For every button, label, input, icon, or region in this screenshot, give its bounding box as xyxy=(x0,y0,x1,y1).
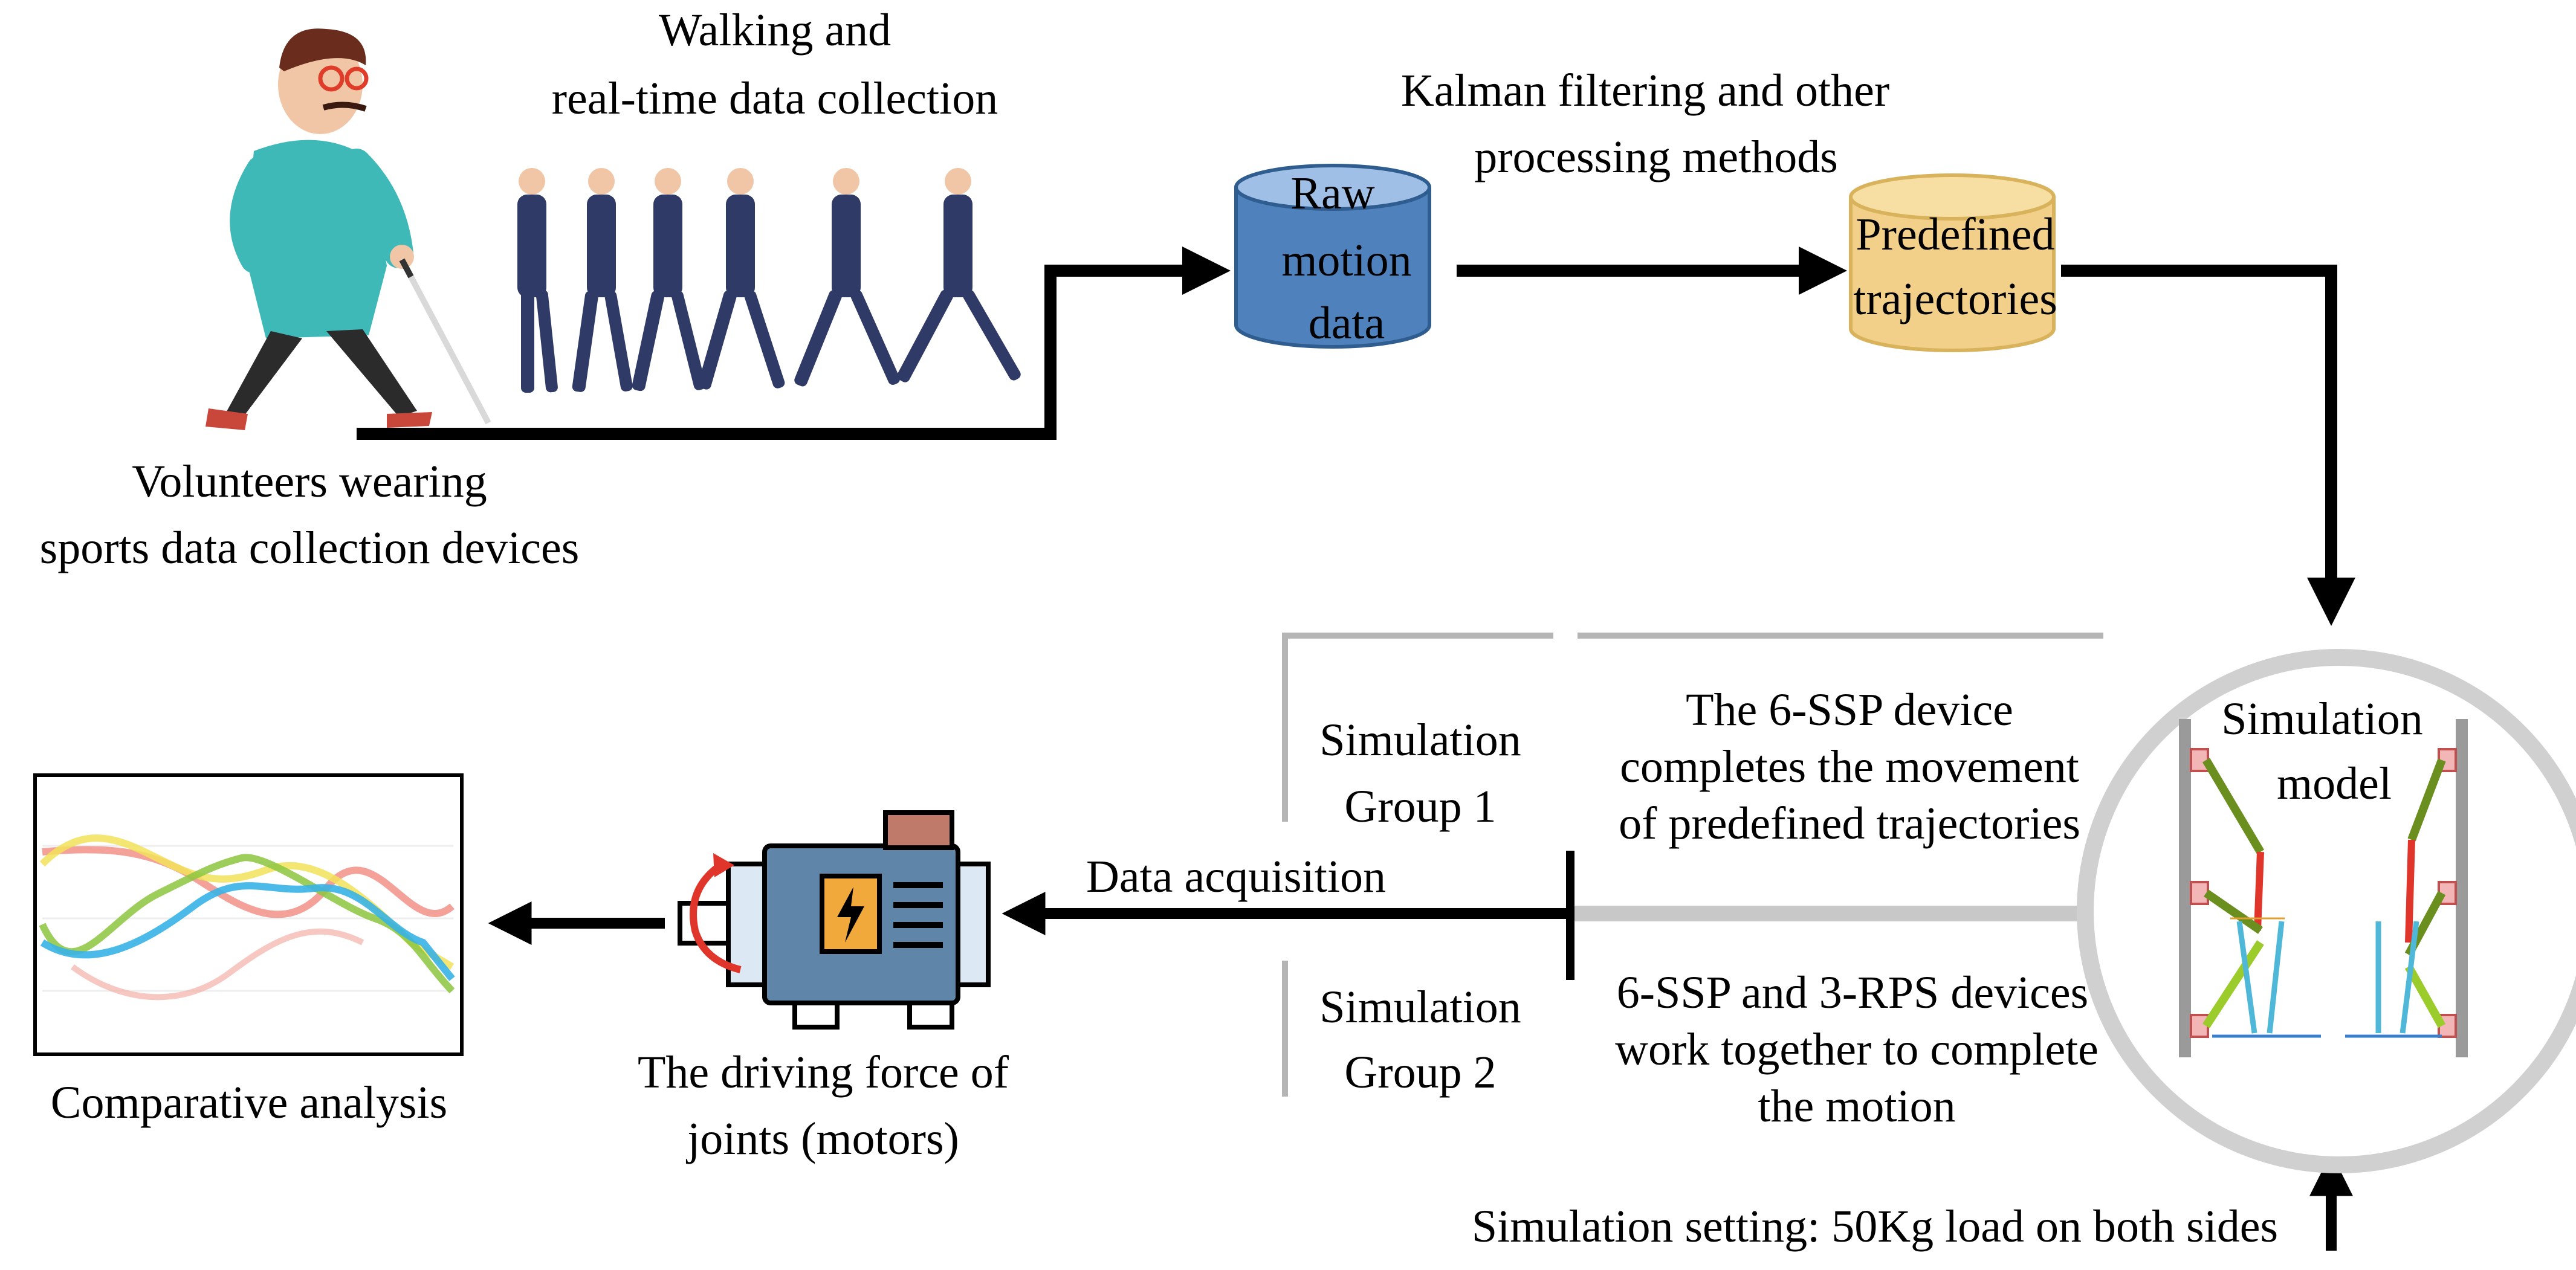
group-brackets xyxy=(1282,633,2103,1097)
data-acquisition-label: Data acquisition xyxy=(1086,851,1386,902)
driving-force-label-2: joints (motors) xyxy=(685,1114,959,1164)
group2-desc-2: work together to complete xyxy=(1615,1024,2099,1075)
series-yellow xyxy=(39,834,455,970)
group1-label-1: Simulation xyxy=(1319,715,1521,766)
predefined-label-2: trajectories xyxy=(1853,274,2057,324)
group1-label-2: Group 1 xyxy=(1344,781,1496,832)
predefined-label-1: Predefined xyxy=(1856,209,2054,260)
sim-model-label-1: Simulation xyxy=(2221,694,2423,744)
group1-desc-2: completes the movement xyxy=(1620,741,2079,792)
walking-label-1: Walking and xyxy=(659,5,891,56)
walking-label-2: real-time data collection xyxy=(552,73,998,124)
group2-desc-1: 6-SSP and 3-RPS devices xyxy=(1617,967,2088,1018)
walk-to-raw-arrow xyxy=(357,247,1231,440)
raw-data-label-2: motion xyxy=(1281,235,1411,286)
motor-icon xyxy=(678,810,991,1030)
sim-model-label-2: model xyxy=(2277,758,2392,809)
group2-label-1: Simulation xyxy=(1319,982,1521,1033)
group2-desc-3: the motion xyxy=(1758,1081,1955,1132)
group1-desc-3: of predefined trajectories xyxy=(1619,798,2080,849)
series-red xyxy=(42,846,455,918)
series-blue xyxy=(40,882,455,981)
volunteers-label-1: Volunteers wearing xyxy=(132,456,487,507)
line-chart-icon xyxy=(33,773,464,1056)
series-pink xyxy=(71,928,364,1001)
group2-label-2: Group 2 xyxy=(1344,1047,1496,1098)
group1-desc-1: The 6-SSP device xyxy=(1686,685,2013,735)
predefined-cylinder xyxy=(1849,173,2056,352)
raw-data-label-3: data xyxy=(1309,298,1385,349)
raw-data-label-1: Raw xyxy=(1290,168,1374,219)
comparative-label: Comparative analysis xyxy=(51,1077,447,1128)
sim-setting-label: Simulation setting: 50Kg load on both si… xyxy=(1472,1201,2278,1252)
raw-data-cylinder xyxy=(1234,164,1431,349)
mechanism-icon xyxy=(2179,719,2468,1057)
predef-to-model-arrow xyxy=(2061,265,2355,626)
kalman-label-2: processing methods xyxy=(1474,132,1838,182)
walking-person-icon xyxy=(205,28,491,430)
kalman-label-1: Kalman filtering and other xyxy=(1401,65,1889,116)
walking-sequence-icon xyxy=(517,168,1021,393)
driving-force-label-1: The driving force of xyxy=(638,1047,1009,1098)
volunteers-label-2: sports data collection devices xyxy=(40,523,580,573)
